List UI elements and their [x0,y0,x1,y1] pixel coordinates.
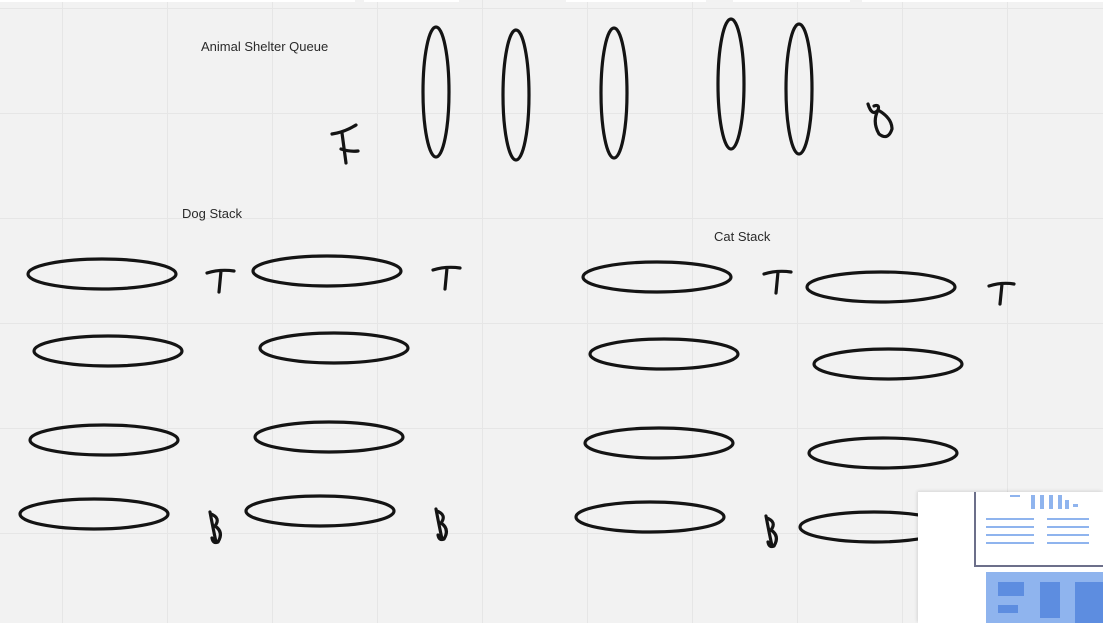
toolbar-strip [733,0,850,2]
dog-stack-slot[interactable] [258,331,410,365]
cat-stack-slot[interactable] [583,426,735,460]
minimap-thumbnail [998,605,1018,613]
minimap-thumbnail [1040,495,1044,509]
top-marker-glyph[interactable] [205,268,236,294]
minimap-thumbnail [986,518,1034,548]
queue-slot[interactable] [421,25,451,159]
front-marker-glyph[interactable] [330,123,360,165]
dog-stack-slot[interactable] [26,257,178,291]
dog-stack-slot[interactable] [244,494,396,528]
queue-slot[interactable] [501,28,531,162]
dog-stack-slot[interactable] [251,254,403,288]
top-marker-glyph[interactable] [762,269,793,295]
toolbar-strip [566,0,706,2]
cat-stack-slot[interactable] [588,337,740,371]
queue-title[interactable]: Animal Shelter Queue [201,39,329,54]
minimap-thumbnail [1040,582,1060,618]
minimap-panel[interactable] [918,492,1103,623]
cat-stack-slot[interactable] [807,436,959,470]
dog-stack-title[interactable]: Dog Stack [182,206,242,221]
minimap-thumbnail [1049,495,1053,509]
bottom-marker-glyph[interactable] [764,514,778,549]
queue-slot[interactable] [716,17,746,151]
queue-slot[interactable] [599,26,629,160]
cat-stack-slot[interactable] [805,270,957,304]
minimap-thumbnail [1073,504,1078,507]
minimap-thumbnail [1047,518,1089,548]
toolbar-strip [862,0,1103,2]
top-marker-glyph[interactable] [987,281,1016,306]
dog-stack-slot[interactable] [18,497,170,531]
dog-stack-slot[interactable] [28,423,180,457]
back-marker-glyph[interactable] [866,102,894,139]
queue-slot[interactable] [784,22,814,156]
minimap-thumbnail [1065,500,1069,509]
toolbar-strip [0,0,355,2]
cat-stack-slot[interactable] [574,500,726,534]
bottom-marker-glyph[interactable] [434,507,448,542]
dog-stack-slot[interactable] [32,334,184,368]
cat-stack-title[interactable]: Cat Stack [714,229,771,244]
minimap-thumbnail [1031,495,1035,509]
bottom-marker-glyph[interactable] [208,510,222,545]
toolbar-strip [364,0,459,2]
minimap-thumbnail [1075,582,1103,623]
top-marker-glyph[interactable] [431,265,462,291]
dog-stack-slot[interactable] [253,420,405,454]
cat-stack-slot[interactable] [581,260,733,294]
minimap-thumbnail [1058,495,1062,509]
cat-stack-slot[interactable] [812,347,964,381]
minimap-thumbnail [998,582,1024,596]
minimap-thumbnail [1010,495,1020,497]
minimap-viewport[interactable] [974,492,1103,567]
